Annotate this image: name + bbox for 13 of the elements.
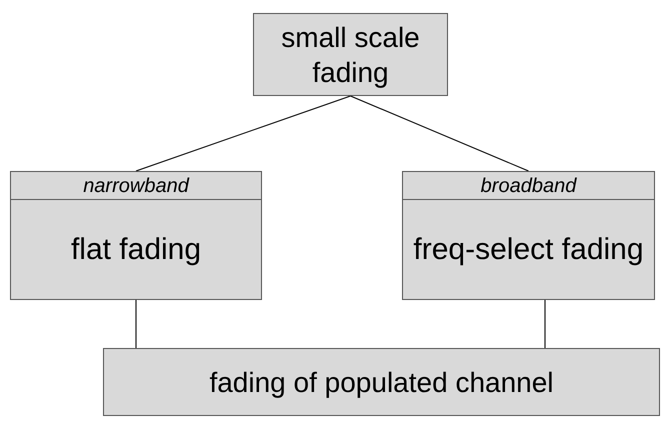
connector-line bbox=[136, 96, 351, 172]
box-label: fading of populated channel bbox=[209, 366, 554, 400]
box-label: freq-select fading bbox=[413, 232, 644, 268]
box-heading: broadband bbox=[480, 176, 576, 196]
process-box bbox=[402, 171, 655, 300]
process-box bbox=[10, 171, 262, 300]
process-box bbox=[103, 348, 660, 416]
connector-line bbox=[544, 300, 546, 348]
connector-line bbox=[350, 96, 529, 172]
process-box bbox=[253, 13, 448, 96]
box-label: flat fading bbox=[70, 232, 202, 268]
box-label: small scale fading bbox=[280, 20, 421, 90]
box-heading: narrowband bbox=[83, 176, 189, 196]
